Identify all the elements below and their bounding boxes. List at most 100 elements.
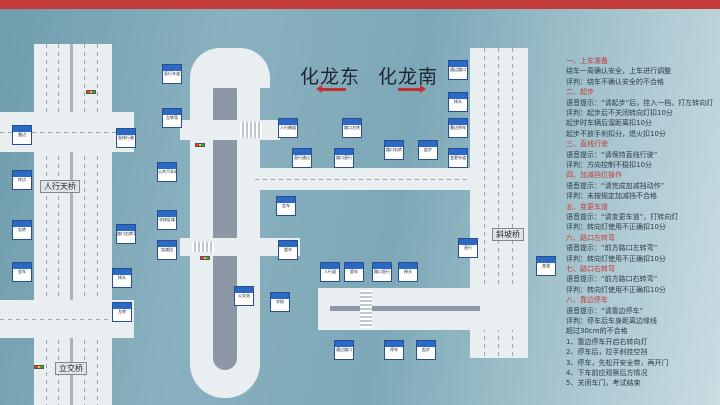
lane-marking bbox=[0, 319, 134, 320]
traffic-light-icon bbox=[200, 256, 210, 260]
rule-line: 二、起步 bbox=[566, 88, 594, 97]
exam-point-sign: 路口右转弯 bbox=[116, 224, 136, 244]
rule-line: 语音提示：“前方路口右转弯” bbox=[566, 275, 658, 284]
lane-marking bbox=[84, 44, 85, 405]
rule-line: 绕车一周确认安全，上车进行调整 bbox=[566, 67, 671, 76]
crosswalk bbox=[192, 242, 214, 252]
rule-line: 起步时车辆后溜距离扣10分 bbox=[566, 119, 652, 128]
exam-point-sign: 公共汽车站 bbox=[157, 162, 177, 182]
exam-point-sign: 变更车道 bbox=[448, 148, 468, 168]
traffic-light-icon bbox=[195, 143, 205, 147]
exam-point-sign: 路口右转 bbox=[384, 140, 404, 160]
exam-point-sign: 会车 bbox=[276, 196, 296, 216]
exam-point-sign: 停车 bbox=[384, 340, 404, 360]
center-crossing bbox=[180, 120, 280, 140]
rule-line: 语音提示：“请靠边停车” bbox=[566, 306, 644, 315]
lane-marking bbox=[0, 132, 134, 133]
red-header-strip bbox=[0, 0, 720, 9]
lane-marking bbox=[46, 44, 47, 405]
exam-point-sign: 公交站 bbox=[234, 286, 254, 306]
rule-line: 超过30cm的不合格 bbox=[566, 327, 628, 336]
exam-point-sign: 加减挡 bbox=[157, 240, 177, 260]
rule-line: 1、靠边停车开启右转向灯 bbox=[566, 337, 648, 346]
exam-point-sign: 掉头 bbox=[112, 268, 132, 288]
rule-line: 5、关闭车门，考试结束 bbox=[566, 379, 641, 388]
overpass-label: 立交桥 bbox=[55, 362, 87, 375]
lane-marking bbox=[512, 48, 513, 358]
exam-rules-panel: 一、上车准备绕车一周确认安全，上车进行调整评判：绕车不确认安全的不合格二、起步语… bbox=[556, 50, 720, 405]
rule-line: 3、停车，先松开安全带，再开门 bbox=[566, 358, 669, 367]
exam-point-sign: 靠边停车 bbox=[448, 118, 468, 138]
exam-point-sign: 直行通过 bbox=[292, 148, 312, 168]
exam-point-sign: 直行车道 bbox=[162, 64, 182, 84]
exam-point-sign: 直线行驶 bbox=[116, 128, 136, 148]
rule-line: 语音提示：“请变更车道”，打转向灯 bbox=[566, 213, 679, 221]
center-top-road bbox=[190, 48, 270, 88]
left-road-median bbox=[70, 44, 73, 405]
rule-line: 评判：方向控制不稳扣10分 bbox=[566, 161, 652, 169]
crosswalk bbox=[360, 290, 372, 328]
lane-marking bbox=[255, 179, 480, 180]
rule-line: 四、加减挡位操作 bbox=[566, 171, 622, 180]
rule-line: 起步不放手刹扣分，熄火扣10分 bbox=[566, 129, 666, 138]
rule-line: 语音提示：“请完成加减挡动作” bbox=[566, 181, 665, 190]
exam-point-sign: 左转弯 bbox=[162, 108, 182, 128]
exam-point-sign: 起步 bbox=[418, 140, 438, 160]
rule-line: 语音提示：“前方路口左转弯” bbox=[566, 244, 658, 253]
exam-point-sign: 路口直行 bbox=[334, 148, 354, 168]
exam-point-sign: 直行 bbox=[458, 238, 478, 258]
exam-point-sign: 学校区域 bbox=[157, 210, 177, 230]
lane-marking bbox=[498, 48, 499, 358]
rule-line: 评判：未按规定加减挡不合格 bbox=[566, 192, 657, 201]
exam-point-sign: 超车 bbox=[344, 262, 364, 282]
rule-line: 评判：绕车不确认安全的不合格 bbox=[566, 77, 664, 86]
rule-line: 一、上车准备 bbox=[566, 57, 608, 65]
rule-line: 语音提示：“请保持直线行驶” bbox=[566, 150, 658, 159]
traffic-light-icon bbox=[86, 90, 96, 94]
lane-marking bbox=[97, 44, 98, 405]
exam-point-sign: 右转 bbox=[12, 220, 32, 240]
exam-point-sign: 学校 bbox=[270, 292, 290, 312]
exam-point-sign: 掉头 bbox=[398, 262, 418, 282]
rule-line: 七、路口右转弯 bbox=[566, 265, 615, 273]
bottom-median bbox=[330, 306, 480, 311]
exam-point-sign: 终点 bbox=[12, 170, 32, 190]
exam-point-sign: 左转 bbox=[112, 302, 132, 322]
rule-line: 评判：转向灯使用不正确扣10分 bbox=[566, 223, 666, 232]
rule-line: 4、下车前应观察后方情况 bbox=[566, 369, 648, 377]
rule-line: 三、直线行驶 bbox=[566, 140, 608, 149]
rule-line: 评判：起步后不关闭转向灯扣10分 bbox=[566, 109, 673, 117]
pedestrian-bridge-label: 人行天桥 bbox=[40, 180, 80, 193]
exam-point-sign: 通过路口 bbox=[334, 340, 354, 360]
exam-point-sign: 路口左转 bbox=[342, 118, 362, 138]
ramp-bridge-label: 斜坡桥 bbox=[492, 228, 524, 241]
lane-marking bbox=[58, 44, 59, 405]
title-right: 化龙南 bbox=[378, 66, 439, 88]
crosswalk bbox=[240, 122, 262, 138]
exam-point-sign: 靠边 bbox=[12, 125, 32, 145]
rule-line: 2、停车后，拉手刹挂空挡 bbox=[566, 348, 648, 357]
rule-line: 五、变更车道 bbox=[566, 202, 608, 211]
exam-point-sign: 人行道 bbox=[320, 262, 340, 282]
exam-point-sign: 通过路口 bbox=[448, 60, 468, 80]
rule-line: 语音提示：“请起步”后，挂入一档，打左转向灯 bbox=[566, 98, 714, 107]
exam-point-sign: 人行横道 bbox=[278, 118, 298, 138]
rule-line: 评判：停车后车身距离边缘线 bbox=[566, 317, 657, 325]
rule-line: 评判：转向灯使用不正确扣10分 bbox=[566, 254, 666, 263]
exam-point-sign: 掉头 bbox=[448, 92, 468, 112]
lane-marking bbox=[484, 48, 485, 358]
traffic-light-icon bbox=[34, 365, 44, 369]
rule-line: 八、靠边停车 bbox=[566, 296, 608, 305]
arrow-right-icon bbox=[398, 85, 426, 93]
arrow-left-icon bbox=[316, 85, 346, 93]
exam-point-sign: 变道 bbox=[536, 256, 556, 276]
rule-line: 评判：转向灯使用不正确扣10分 bbox=[566, 285, 666, 294]
exam-point-sign: 超车 bbox=[278, 240, 298, 260]
left-road bbox=[34, 44, 112, 405]
title-left: 化龙东 bbox=[300, 66, 361, 88]
exam-point-sign: 起步 bbox=[416, 340, 436, 360]
rule-line: 六、路口左转弯 bbox=[566, 233, 615, 242]
exam-point-sign: 路口直行 bbox=[372, 262, 392, 282]
exam-point-sign: 会车 bbox=[12, 262, 32, 282]
